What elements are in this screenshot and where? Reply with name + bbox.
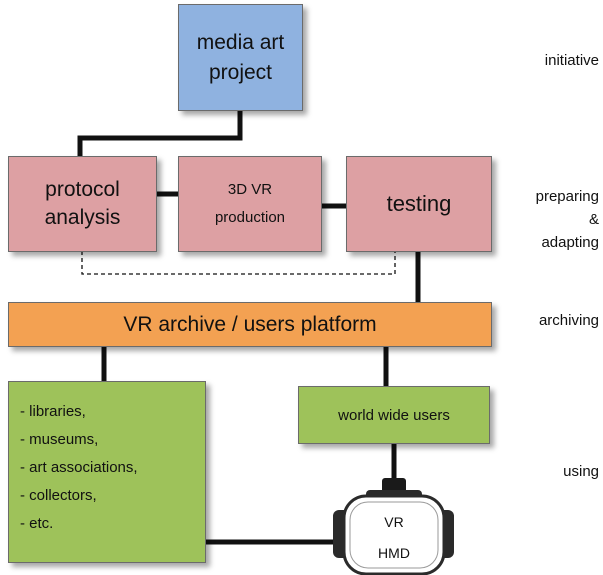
stage-label-ampersand: & bbox=[588, 211, 599, 228]
institution-item: - art associations, bbox=[20, 459, 138, 476]
institution-item: - collectors, bbox=[20, 487, 97, 504]
institution-item: - libraries, bbox=[20, 403, 86, 420]
world-wide-users-box: world wide users bbox=[298, 386, 490, 444]
institutions-box bbox=[8, 381, 206, 563]
media-art-project-box: media art project bbox=[178, 4, 303, 111]
institution-item: - etc. bbox=[20, 515, 54, 532]
stage-label-preparing: preparing bbox=[535, 188, 599, 205]
institution-item: - museums, bbox=[20, 431, 99, 448]
testing-box: testing bbox=[346, 156, 492, 252]
stage-label-adapting: adapting bbox=[541, 234, 599, 251]
vr-headset-icon bbox=[333, 478, 454, 575]
protocol-analysis-box: protocol analysis bbox=[8, 156, 157, 252]
stage-label-using: using bbox=[563, 463, 599, 480]
feedback-dashed-connector bbox=[81, 251, 396, 275]
stage-label-initiative: initiative bbox=[544, 52, 599, 69]
3d-vr-production-box: 3D VR production bbox=[178, 156, 322, 252]
stage-label-archiving: archiving bbox=[538, 312, 599, 329]
institutions-list: - libraries, - museums, - art associatio… bbox=[20, 398, 138, 538]
vr-archive-platform-box: VR archive / users platform bbox=[8, 302, 492, 347]
hmd-label-vr: VR bbox=[384, 514, 404, 530]
hmd-label-hmd: HMD bbox=[378, 545, 410, 561]
connector-initiative-to-protocol bbox=[77, 111, 243, 156]
